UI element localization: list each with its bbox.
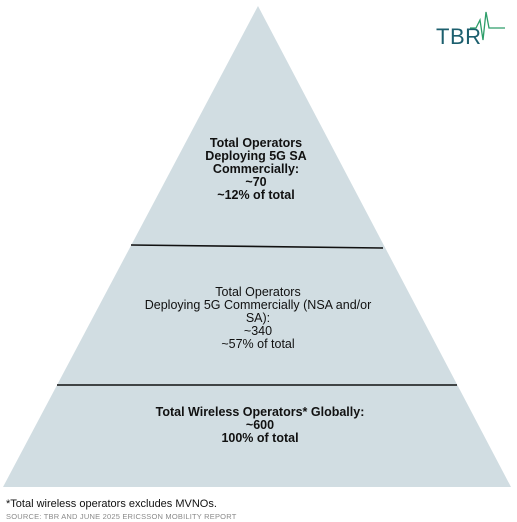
tier-bottom-line-1: Total Wireless Operators* Globally: bbox=[155, 405, 365, 419]
tbr-logo: TBR bbox=[434, 10, 506, 50]
source-note: SOURCE: TBR AND JUNE 2025 ERICSSON MOBIL… bbox=[6, 512, 237, 521]
tier-middle-line-3: SA): bbox=[245, 311, 271, 325]
tier-top-line-2: Deploying 5G SA bbox=[205, 149, 307, 163]
tier-middle-line-2: Deploying 5G Commercially (NSA and/or bbox=[144, 298, 372, 312]
tier-bottom-share: 100% of total bbox=[221, 431, 299, 445]
tier-divider-upper bbox=[130, 244, 384, 249]
tier-middle-line-1: Total Operators bbox=[215, 285, 301, 299]
tier-middle-share: ~57% of total bbox=[221, 337, 295, 351]
tier-top-label: Total Operators Deploying 5G SA Commerci… bbox=[156, 137, 356, 202]
tier-top-value: ~70 bbox=[245, 175, 267, 189]
tier-top-line-3: Commercially: bbox=[212, 162, 300, 176]
tier-bottom-value: ~600 bbox=[245, 418, 275, 432]
tier-bottom-label: Total Wireless Operators* Globally: ~600… bbox=[130, 406, 390, 445]
tier-middle-label: Total Operators Deploying 5G Commerciall… bbox=[120, 286, 396, 351]
tier-middle-value: ~340 bbox=[243, 324, 273, 338]
tier-top-line-1: Total Operators bbox=[209, 136, 303, 150]
tbr-logo-mark-icon bbox=[470, 11, 505, 41]
footnote: *Total wireless operators excludes MVNOs… bbox=[6, 498, 217, 510]
tier-top-share: ~12% of total bbox=[217, 188, 295, 202]
